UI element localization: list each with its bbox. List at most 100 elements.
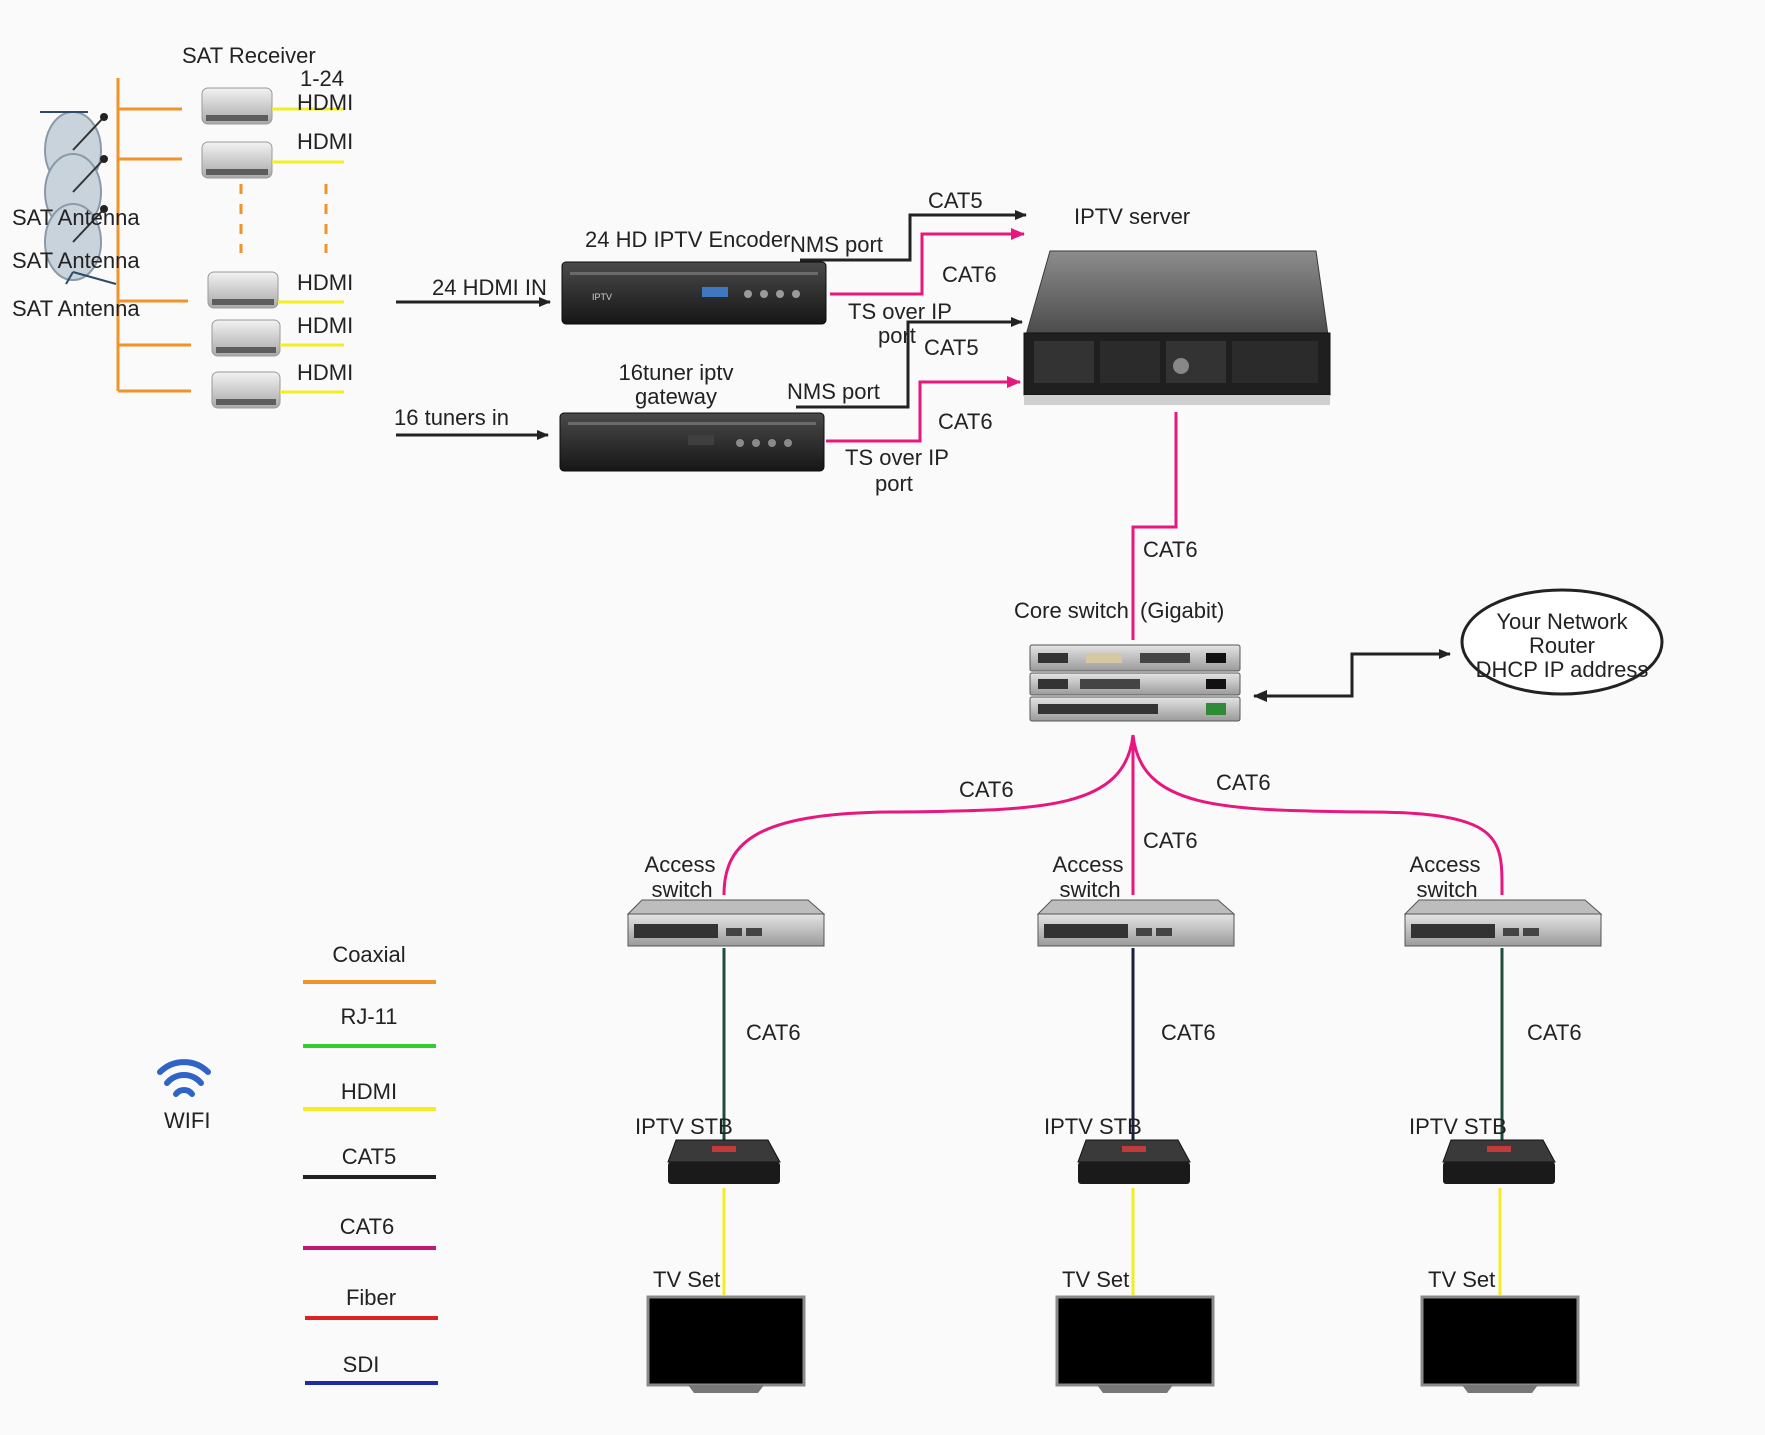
iptv-server-title: IPTV server	[1074, 204, 1190, 229]
hdmi-label-1: HDMI	[297, 90, 353, 115]
encoder-input-label: 24 HDMI IN	[432, 275, 547, 300]
access-switch-label-2: switch	[651, 877, 712, 902]
stb-drop-label: CAT6	[746, 1020, 801, 1045]
wifi-label: WIFI	[164, 1108, 210, 1133]
core-router-link	[1253, 649, 1451, 702]
hdmi-outputs	[272, 107, 344, 394]
iptv-server-device	[1023, 250, 1331, 405]
gateway-cat6-link	[826, 376, 1021, 443]
branch-1-uplink-label: CAT6	[959, 777, 1014, 802]
core-switch-section: Core switch (Gigabit)	[1014, 598, 1451, 722]
sat-receiver	[201, 87, 273, 125]
sat-receiver	[211, 319, 281, 357]
legend-label-cat5: CAT5	[342, 1144, 397, 1169]
tv-set-icon	[1420, 1295, 1580, 1393]
satellite-section: SAT Antenna SAT Antenna SAT Antenna SAT …	[12, 43, 353, 409]
iptv-stb-device	[1077, 1139, 1191, 1184]
access-switch-label-1: Access	[1410, 852, 1481, 877]
sat-receiver	[201, 141, 273, 179]
access-switch-label-2: switch	[1059, 877, 1120, 902]
iptv-server-section: IPTV server CAT6	[1023, 204, 1331, 640]
encoder-ts-label-2: port	[878, 323, 916, 348]
router-label-2: Router	[1529, 633, 1595, 658]
sat-receiver	[207, 271, 279, 309]
legend-label-cat6: CAT6	[340, 1214, 395, 1239]
tv-label: TV Set	[653, 1267, 720, 1292]
iptv-stb-device	[1442, 1139, 1556, 1184]
core-to-access-3	[1131, 734, 1504, 896]
stb-label: IPTV STB	[1409, 1114, 1507, 1139]
branch-3: Access switch CAT6 IPTV STB TV Set	[1403, 852, 1603, 1393]
legend-label-rj11: RJ-11	[340, 1004, 397, 1029]
stb-label: IPTV STB	[1044, 1114, 1142, 1139]
hdmi-label-3: HDMI	[297, 270, 353, 295]
wifi-icon	[157, 1059, 211, 1097]
server-uplink-label: CAT6	[1143, 537, 1198, 562]
hdmi-label-4: HDMI	[297, 313, 353, 338]
core-to-access-1	[722, 734, 1135, 896]
core-switch-title: Core switch	[1014, 598, 1129, 623]
encoder-section: 24 HD IPTV Encoder 24 HDMI IN IPTV NMS p…	[396, 188, 1027, 348]
sat-receiver	[211, 371, 281, 409]
gateway-section: 16tuner iptv gateway 16 tuners in NMS po…	[394, 317, 1023, 496]
router-label-3: DHCP IP address	[1476, 657, 1649, 682]
server-to-core-cat6	[1131, 412, 1178, 640]
svg-text:IPTV: IPTV	[592, 292, 612, 302]
gateway-title-1: 16tuner iptv	[619, 360, 734, 385]
branch-2-uplink-label: CAT6	[1143, 828, 1198, 853]
cable-legend: Coaxial RJ-11 HDMI CAT5 CAT6 Fiber SDI	[303, 942, 438, 1385]
core-switch-speed: (Gigabit)	[1140, 598, 1224, 623]
stb-drop-label: CAT6	[1527, 1020, 1582, 1045]
encoder-title: 24 HD IPTV Encoder	[585, 227, 790, 252]
stb-label: IPTV STB	[635, 1114, 733, 1139]
gateway-ts-label-2: port	[875, 471, 913, 496]
gateway-title-2: gateway	[635, 384, 717, 409]
gateway-cat5-link	[796, 317, 1023, 409]
satellite-dish-icon	[44, 203, 117, 285]
encoder-cat5-label: CAT5	[928, 188, 983, 213]
encoder-ts-label-1: TS over IP	[848, 299, 952, 324]
stb-drop-label: CAT6	[1161, 1020, 1216, 1045]
router-ellipse	[1460, 588, 1664, 696]
branch-1: Access switch CAT6 IPTV STB TV Set	[626, 852, 826, 1393]
encoder-nms-label: NMS port	[790, 232, 883, 257]
gateway-cat5-label: CAT5	[924, 335, 979, 360]
wifi-legend: WIFI	[157, 1059, 211, 1133]
branch-2: Access switch CAT6 IPTV STB TV Set	[1036, 852, 1236, 1393]
access-switch-label-2: switch	[1416, 877, 1477, 902]
network-router: Your Network Router DHCP IP address	[1460, 588, 1664, 696]
tv-label: TV Set	[1062, 1267, 1129, 1292]
legend-label-fiber: Fiber	[346, 1285, 396, 1310]
encoder-cat6-link	[830, 228, 1025, 296]
coaxial-trunk	[116, 78, 243, 393]
tv-set-icon	[1055, 1295, 1215, 1393]
antenna-label-2: SAT Antenna	[12, 248, 140, 273]
legend-label-coaxial: Coaxial	[332, 942, 405, 967]
hd-iptv-encoder-device: IPTV	[561, 261, 827, 325]
access-switch-device	[1036, 899, 1236, 947]
legend-label-sdi: SDI	[343, 1352, 380, 1377]
access-switch-label-1: Access	[1053, 852, 1124, 877]
access-switch-device	[1403, 899, 1603, 947]
legend-label-hdmi: HDMI	[341, 1079, 397, 1104]
sat-receiver-title: SAT Receiver	[182, 43, 316, 68]
channel-range-label: 1-24	[300, 66, 344, 91]
branch-3-uplink-label: CAT6	[1216, 770, 1271, 795]
tv-label: TV Set	[1428, 1267, 1495, 1292]
gateway-input-label: 16 tuners in	[394, 405, 509, 430]
antenna-label-1: SAT Antenna	[12, 205, 140, 230]
hdmi-label-5: HDMI	[297, 360, 353, 385]
iptv-stb-device	[667, 1139, 781, 1184]
encoder-cat6-label: CAT6	[942, 262, 997, 287]
tuner-iptv-gateway-device	[559, 412, 825, 472]
access-switch-label-1: Access	[645, 852, 716, 877]
hdmi-label-2: HDMI	[297, 129, 353, 154]
distribution-links: CAT6 CAT6 CAT6	[722, 734, 1504, 896]
gateway-ts-label-1: TS over IP	[845, 445, 949, 470]
tv-set-icon	[646, 1295, 806, 1393]
core-switch-device	[1029, 644, 1241, 722]
gateway-cat6-label: CAT6	[938, 409, 993, 434]
gateway-nms-label: NMS port	[787, 379, 880, 404]
